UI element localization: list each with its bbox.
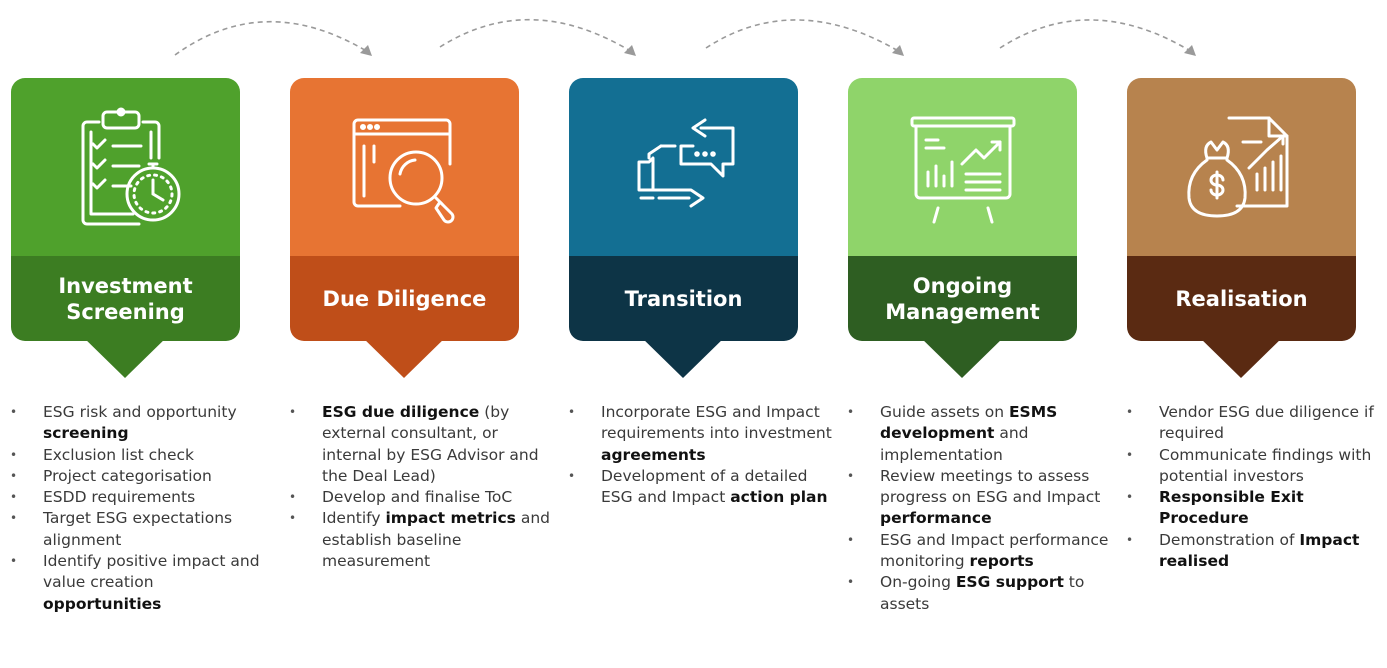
bullet-item: Vendor ESG due diligence if required bbox=[1126, 402, 1386, 445]
bullet-text: Identify positive impact and value creat… bbox=[43, 552, 260, 592]
bullet-text-bold: Responsible Exit Procedure bbox=[1159, 488, 1304, 528]
bullet-item: Target ESG expectations alignment bbox=[10, 508, 268, 551]
stage-title: Realisation bbox=[1127, 256, 1356, 341]
connector-arrow-1 bbox=[174, 20, 369, 56]
bullet-text: ESDD requirements bbox=[43, 488, 196, 507]
bullet-text: Demonstration of bbox=[1159, 530, 1300, 549]
bullet-text-bold: screening bbox=[43, 424, 129, 443]
arrowhead-3 bbox=[892, 45, 904, 56]
stage-card-pointer bbox=[1196, 334, 1286, 378]
bullet-item: ESG due diligence (by external consultan… bbox=[289, 402, 551, 487]
bullet-text-bold: performance bbox=[880, 509, 992, 528]
stage-bullet-list-due-diligence: ESG due diligence (by external consultan… bbox=[289, 402, 551, 572]
bullet-text-bold: impact metrics bbox=[385, 509, 516, 528]
bullet-text-bold: ESG due diligence bbox=[322, 403, 480, 421]
stage-bullet-list-investment-screening: ESG risk and opportunity screeningExclus… bbox=[10, 402, 268, 615]
connector-arrow-2 bbox=[439, 18, 633, 53]
arrowhead-1 bbox=[360, 45, 372, 56]
bullet-item: Exclusion list check bbox=[10, 445, 268, 467]
stage-card-investment-screening: Investment Screening bbox=[11, 78, 240, 378]
bullet-item: Incorporate ESG and Impact requirements … bbox=[568, 402, 836, 466]
bullet-text: Vendor ESG due diligence if required bbox=[1159, 403, 1374, 443]
bullet-item: Review meetings to assess progress on ES… bbox=[847, 466, 1109, 530]
stage-bullet-list-transition: Incorporate ESG and Impact requirements … bbox=[568, 402, 836, 508]
arrowhead-2 bbox=[624, 45, 636, 56]
bullet-text: ESG and Impact performance monitoring bbox=[880, 530, 1109, 571]
bullet-text-bold: ESG support bbox=[955, 573, 1064, 592]
bullet-item: Guide assets on ESMS development and imp… bbox=[847, 402, 1109, 466]
stage-card-ongoing-management: Ongoing Management bbox=[848, 78, 1077, 378]
bullet-text: and implementation bbox=[880, 424, 1029, 464]
bullet-text: Project categorisation bbox=[43, 466, 212, 485]
stage-card-due-diligence: Due Diligence bbox=[290, 78, 519, 378]
bullet-item: Develop and finalise ToC bbox=[289, 487, 551, 509]
bullet-text: and establish baseline measurement bbox=[322, 509, 551, 571]
bullet-item: Identify impact metrics and establish ba… bbox=[289, 508, 551, 572]
stage-title: Ongoing Management bbox=[848, 256, 1077, 341]
browser-magnifier-icon bbox=[352, 118, 454, 224]
bullet-text-bold: action plan bbox=[730, 488, 828, 507]
exchange-chat-icon bbox=[637, 118, 734, 208]
stage-card-pointer bbox=[359, 334, 449, 378]
arrowhead-4 bbox=[1184, 45, 1196, 56]
bullet-item: Project categorisation bbox=[10, 466, 268, 488]
money-bag-report-icon bbox=[1186, 116, 1288, 218]
bullet-text: Review meetings to assess progress on ES… bbox=[880, 466, 1101, 507]
stage-card-realisation: Realisation bbox=[1127, 78, 1356, 378]
bullet-text: Exclusion list check bbox=[43, 445, 195, 464]
stage-title: Due Diligence bbox=[290, 256, 519, 341]
bullet-item: ESG risk and opportunity screening bbox=[10, 402, 268, 445]
bullet-text: Identify bbox=[322, 509, 386, 528]
bullet-text: Development of a detailed ESG and Impact bbox=[601, 466, 808, 507]
bullet-text: ESG risk and opportunity bbox=[43, 403, 237, 421]
stage-card-top bbox=[569, 78, 798, 256]
bullet-text: (by external consultant, or internal by … bbox=[322, 403, 539, 485]
bullet-item: Development of a detailed ESG and Impact… bbox=[568, 466, 836, 509]
bullet-text: Incorporate ESG and Impact requirements … bbox=[601, 403, 832, 443]
stage-title: Investment Screening bbox=[11, 256, 240, 341]
stage-connector-arrows bbox=[174, 18, 1196, 56]
stage-card-top bbox=[848, 78, 1077, 256]
stage-card-pointer bbox=[638, 334, 728, 378]
bullet-item: Demonstration of Impact realised bbox=[1126, 530, 1386, 573]
connector-arrow-4 bbox=[999, 19, 1193, 53]
stage-title: Transition bbox=[569, 256, 798, 341]
bullet-text: to assets bbox=[880, 573, 1085, 613]
bullet-item: ESG and Impact performance monitoring re… bbox=[847, 530, 1109, 573]
stage-bullet-list-realisation: Vendor ESG due diligence if requiredComm… bbox=[1126, 402, 1386, 572]
clipboard-stopwatch-icon bbox=[81, 107, 180, 226]
stage-card-transition: Transition bbox=[569, 78, 798, 378]
presentation-board-icon bbox=[910, 116, 1015, 224]
bullet-text-bold: ESMS development bbox=[880, 403, 1058, 443]
bullet-text-bold: Impact realised bbox=[1159, 530, 1360, 571]
bullet-item: On-going ESG support to assets bbox=[847, 572, 1109, 615]
bullet-item: Responsible Exit Procedure bbox=[1126, 487, 1386, 530]
bullet-text-bold: agreements bbox=[601, 445, 706, 464]
bullet-text: Develop and finalise ToC bbox=[322, 488, 513, 507]
bullet-text-bold: reports bbox=[969, 552, 1034, 571]
stage-card-top bbox=[290, 78, 519, 256]
bullet-item: ESDD requirements bbox=[10, 487, 268, 509]
stage-bullet-list-ongoing-management: Guide assets on ESMS development and imp… bbox=[847, 402, 1109, 615]
bullet-text: Communicate findings with potential inve… bbox=[1159, 445, 1372, 485]
bullet-text: Target ESG expectations alignment bbox=[43, 509, 233, 549]
stage-card-pointer bbox=[80, 334, 170, 378]
bullet-item: Communicate findings with potential inve… bbox=[1126, 445, 1386, 488]
bullet-text: On-going bbox=[880, 573, 956, 592]
stage-card-top bbox=[11, 78, 240, 256]
stage-card-pointer bbox=[917, 334, 1007, 378]
bullet-text: Guide assets on bbox=[880, 403, 1009, 421]
connector-arrow-3 bbox=[705, 19, 901, 53]
stage-card-top bbox=[1127, 78, 1356, 256]
bullet-item: Identify positive impact and value creat… bbox=[10, 551, 268, 615]
bullet-text-bold: opportunities bbox=[43, 594, 162, 613]
